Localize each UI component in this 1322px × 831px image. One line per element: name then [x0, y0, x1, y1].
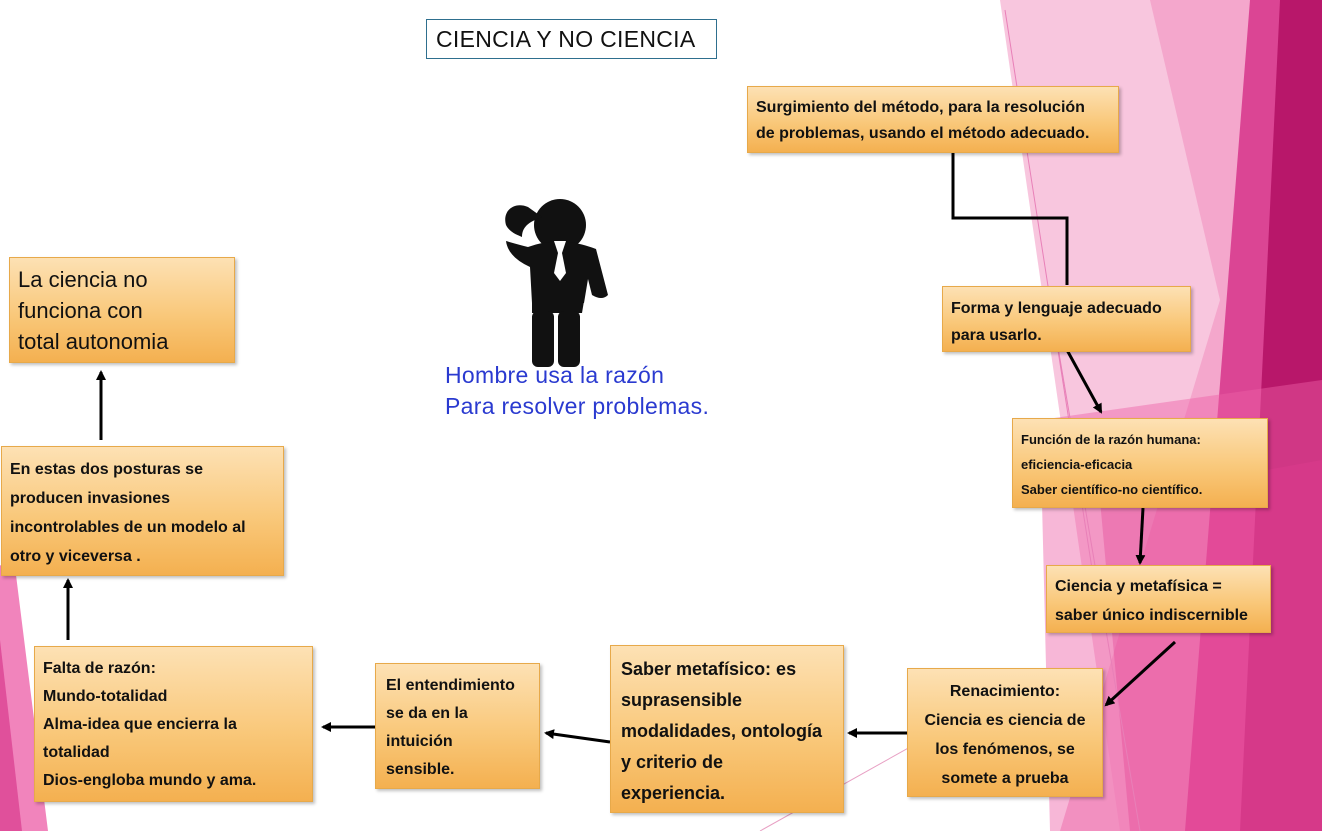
box-posturas: En estas dos posturas se producen invasi…	[1, 446, 284, 576]
box-surgimiento: Surgimiento del método, para la resoluci…	[747, 86, 1119, 153]
thinking-man-icon	[505, 199, 608, 367]
arrow-saber-entendimiento	[544, 729, 611, 744]
box-falta-razon: Falta de razón: Mundo-totalidad Alma-ide…	[34, 646, 313, 802]
box-forma-lenguaje: Forma y lenguaje adecuado para usarlo.	[942, 286, 1191, 352]
box-funcion-razon: Función de la razón humana: eficiencia-e…	[1012, 418, 1268, 508]
page-title: CIENCIA Y NO CIENCIA	[426, 19, 717, 59]
box-renacimiento: Renacimiento: Ciencia es ciencia de los …	[907, 668, 1103, 797]
arrow-ciencia-renacimiento	[1104, 640, 1177, 707]
box-entendimiento: El entendimiento se da en la intuición s…	[375, 663, 540, 789]
box-ciencia-no-funciona: La ciencia no funciona con total autonom…	[9, 257, 235, 363]
box-ciencia-metafisica: Ciencia y metafísica = saber único indis…	[1046, 565, 1271, 633]
connector-surgimiento-forma	[951, 152, 1069, 285]
figure-caption: Hombre usa la razón Para resolver proble…	[445, 362, 710, 419]
box-saber-metafisico: Saber metafísico: es suprasensible modal…	[610, 645, 844, 813]
arrow-forma-funcion	[1065, 349, 1103, 414]
arrow-funcion-ciencia	[1135, 507, 1146, 565]
